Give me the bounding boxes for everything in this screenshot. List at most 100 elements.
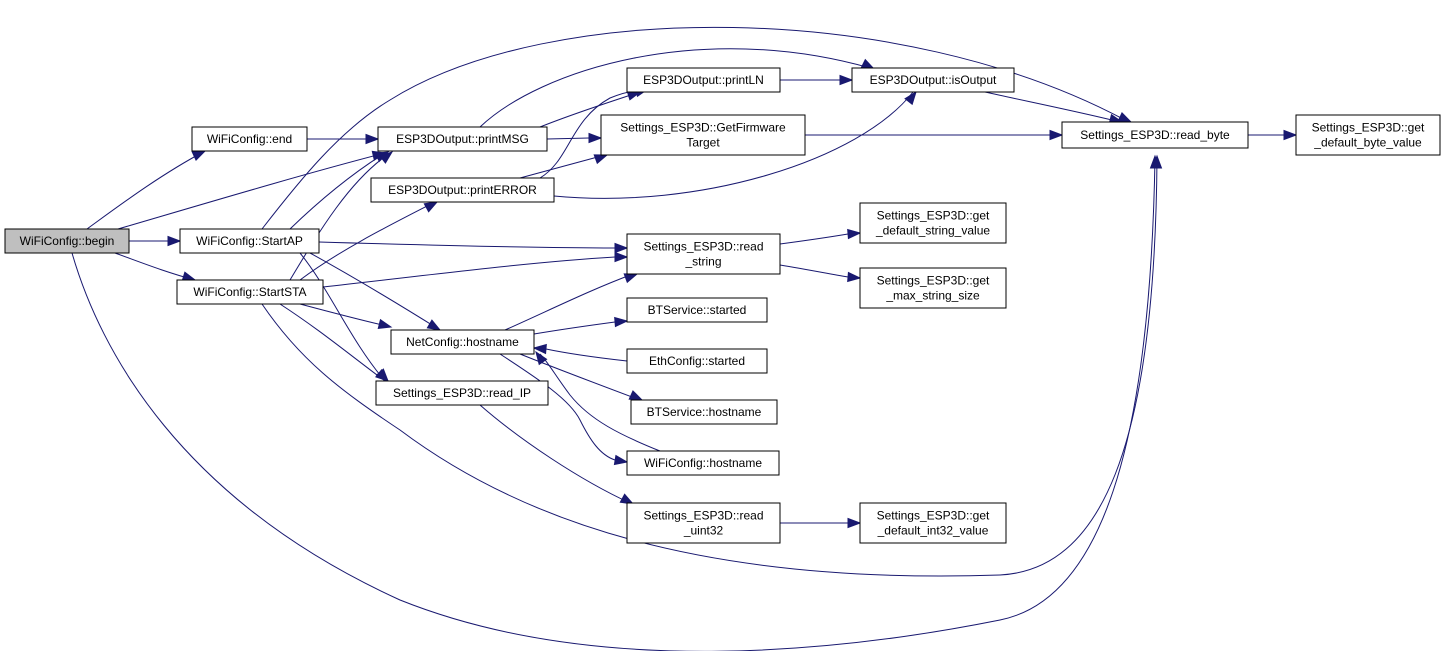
node-getmaxstring[interactable]: Settings_ESP3D::get_max_string_size — [859, 267, 1007, 309]
node-box — [859, 502, 1007, 544]
call-edges — [71, 26, 1298, 651]
edge-startsta-readstring — [322, 251, 629, 288]
arrowhead-icon — [375, 369, 390, 382]
node-printmsg[interactable]: ESP3DOutput::printMSG — [377, 126, 548, 152]
node-ethstarted[interactable]: EthConfig::started — [626, 348, 768, 374]
node-box — [626, 233, 781, 275]
arrowhead-icon — [1283, 129, 1298, 141]
node-label: WiFiConfig::begin — [20, 234, 115, 248]
node-label: Settings_ESP3D::get — [877, 274, 990, 288]
node-box — [859, 202, 1007, 244]
arrowhead-icon — [181, 271, 197, 282]
node-printerror[interactable]: ESP3DOutput::printERROR — [370, 177, 555, 203]
arrowhead-icon — [847, 228, 862, 240]
edge-printmsg-getfirmware — [546, 132, 603, 144]
edge-readbyte-getdefbyte — [1248, 129, 1298, 141]
node-isoutput[interactable]: ESP3DOutput::isOutput — [851, 67, 1015, 93]
node-bthostname[interactable]: BTService::hostname — [630, 399, 778, 425]
edge-line — [539, 91, 641, 128]
node-readuint32[interactable]: Settings_ESP3D::read_uint32 — [626, 502, 781, 544]
node-box — [377, 126, 548, 152]
arrowhead-icon — [423, 201, 439, 213]
node-label: _default_string_value — [875, 224, 990, 238]
edge-begin-startap — [129, 235, 182, 247]
node-box — [851, 67, 1015, 93]
node-nethostname[interactable]: NetConfig::hostname — [390, 329, 535, 355]
node-println[interactable]: ESP3DOutput::printLN — [626, 67, 781, 93]
node-begin[interactable]: WiFiConfig::begin — [4, 228, 130, 254]
node-label: Settings_ESP3D::get — [1312, 121, 1425, 135]
edge-line — [519, 353, 641, 401]
edge-line — [504, 273, 634, 331]
node-label: Settings_ESP3D::read_byte — [1080, 128, 1230, 142]
edge-line — [114, 252, 196, 281]
node-box — [4, 228, 130, 254]
node-box — [370, 177, 555, 203]
node-readbyte[interactable]: Settings_ESP3D::read_byte — [1061, 121, 1249, 149]
edge-line — [553, 91, 914, 199]
node-label: _max_string_size — [885, 289, 980, 303]
node-box — [626, 297, 768, 323]
node-label: _string — [684, 255, 721, 269]
edge-line — [71, 157, 1156, 651]
node-label: WiFiConfig::StartAP — [196, 234, 303, 248]
node-box — [1061, 121, 1249, 149]
node-startsta[interactable]: WiFiConfig::StartSTA — [176, 279, 324, 305]
node-label: ESP3DOutput::printMSG — [396, 132, 529, 146]
arrowhead-icon — [532, 343, 547, 355]
node-label: Settings_ESP3D::get — [877, 509, 990, 523]
node-label: ESP3DOutput::isOutput — [870, 73, 997, 87]
node-label: _default_int32_value — [877, 524, 989, 538]
node-end[interactable]: WiFiConfig::end — [191, 126, 308, 152]
node-startap[interactable]: WiFiConfig::StartAP — [179, 228, 320, 254]
edge-readstring-getdefstring — [779, 228, 862, 245]
arrowhead-icon — [847, 271, 862, 283]
arrowhead-icon — [1151, 154, 1163, 169]
node-getdefint32[interactable]: Settings_ESP3D::get_default_int32_value — [859, 502, 1007, 544]
edge-startsta-printerror — [299, 201, 439, 281]
node-label: BTService::started — [648, 303, 747, 317]
node-label: Settings_ESP3D::GetFirmware — [620, 121, 786, 135]
node-label: WiFiConfig::hostname — [644, 456, 762, 470]
arrowhead-icon — [614, 251, 629, 263]
arrowhead-icon — [613, 454, 629, 466]
arrowhead-icon — [623, 273, 639, 284]
node-label: Settings_ESP3D::read — [643, 509, 763, 523]
node-label: Settings_ESP3D::get — [877, 209, 990, 223]
edge-line — [533, 321, 616, 335]
edge-line — [289, 152, 391, 281]
arrowhead-icon — [167, 235, 182, 247]
node-getdefbyte[interactable]: Settings_ESP3D::get_default_byte_value — [1295, 114, 1441, 156]
arrowhead-icon — [904, 90, 917, 106]
node-box — [626, 502, 781, 544]
arrowhead-icon — [628, 390, 644, 401]
edge-line — [519, 154, 606, 179]
node-readstring[interactable]: Settings_ESP3D::read_string — [626, 233, 781, 275]
node-box — [375, 380, 549, 406]
edge-line — [479, 404, 631, 504]
arrowhead-icon — [588, 132, 603, 144]
edge-getfirmware-readbyte — [805, 129, 1064, 141]
node-btstarted[interactable]: BTService::started — [626, 297, 768, 323]
edge-line — [261, 26, 1126, 230]
node-readip[interactable]: Settings_ESP3D::read_IP — [375, 380, 549, 406]
node-label: ESP3DOutput::printERROR — [388, 183, 537, 197]
call-nodes: WiFiConfig::begin WiFiConfig::endWiFiConf… — [4, 67, 1441, 544]
edge-line — [299, 201, 436, 281]
node-box — [390, 329, 535, 355]
node-getdefstring[interactable]: Settings_ESP3D::get_default_string_value — [859, 202, 1007, 244]
edge-startsta-printmsg — [289, 151, 394, 281]
edge-begin-end — [86, 150, 207, 230]
node-label: Settings_ESP3D::read — [643, 240, 763, 254]
edge-printerror-getfirmware — [519, 154, 609, 179]
node-wifihostname[interactable]: WiFiConfig::hostname — [626, 450, 780, 476]
edge-println-isoutput — [780, 74, 854, 86]
edge-line — [279, 303, 386, 382]
arrowhead-icon — [614, 242, 629, 254]
arrowhead-icon — [614, 316, 629, 328]
edge-startap-nethostname — [309, 252, 442, 331]
edge-wifihostname-nethostname — [535, 350, 661, 452]
node-box — [626, 450, 780, 476]
edge-startap-readstring — [318, 241, 629, 254]
